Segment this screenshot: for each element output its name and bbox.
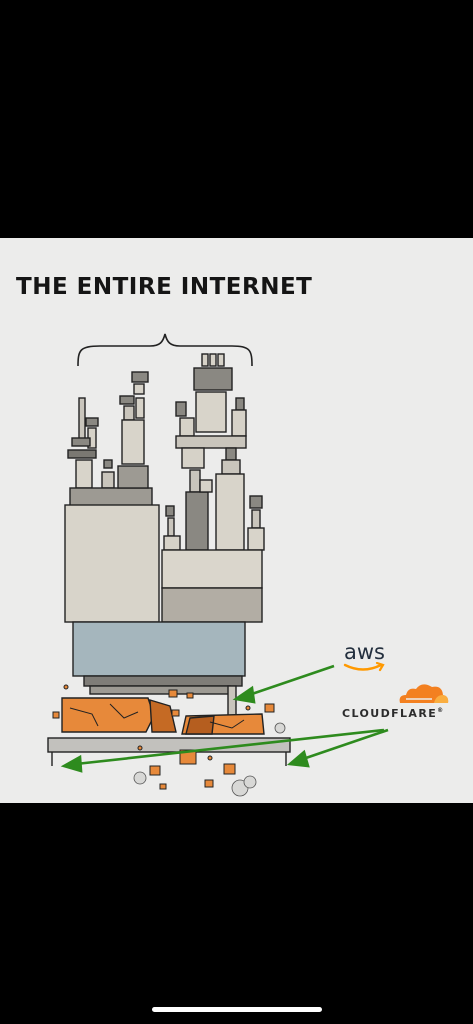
base-foot — [89, 685, 231, 695]
cloudflare-arrow-right — [299, 728, 389, 762]
cloudflare-wordmark: CLOUDFLARE — [342, 707, 438, 720]
aws-arrow — [245, 664, 335, 698]
debris — [52, 684, 275, 790]
page-title: THE ENTIRE INTERNET — [16, 274, 313, 300]
internet-tower-illustration — [47, 333, 389, 797]
aws-logo-text: aws — [344, 640, 385, 664]
middle-spires — [117, 371, 149, 489]
registered-mark: ® — [437, 707, 445, 714]
blue-base-block — [72, 621, 246, 677]
curly-brace — [77, 333, 253, 367]
aws-support-stick — [227, 685, 237, 717]
home-indicator[interactable] — [152, 1007, 322, 1012]
dust-puffs — [133, 722, 286, 797]
cloud-icon — [399, 684, 449, 703]
meme-image: THE ENTIRE INTERNET — [0, 238, 473, 803]
cloudflare-arrow-left — [75, 728, 385, 766]
green-arrows — [60, 664, 389, 773]
right-tower — [163, 353, 265, 551]
grey-bench — [47, 737, 291, 753]
right-upper-block — [161, 549, 263, 589]
cloudflare-logo-text: CLOUDFLARE® — [342, 707, 445, 720]
large-left-block — [64, 504, 160, 623]
crumbling-brick — [61, 697, 265, 735]
amazon-smile-icon — [343, 662, 385, 672]
base-ledge — [83, 675, 243, 687]
right-lower-block — [161, 587, 263, 623]
